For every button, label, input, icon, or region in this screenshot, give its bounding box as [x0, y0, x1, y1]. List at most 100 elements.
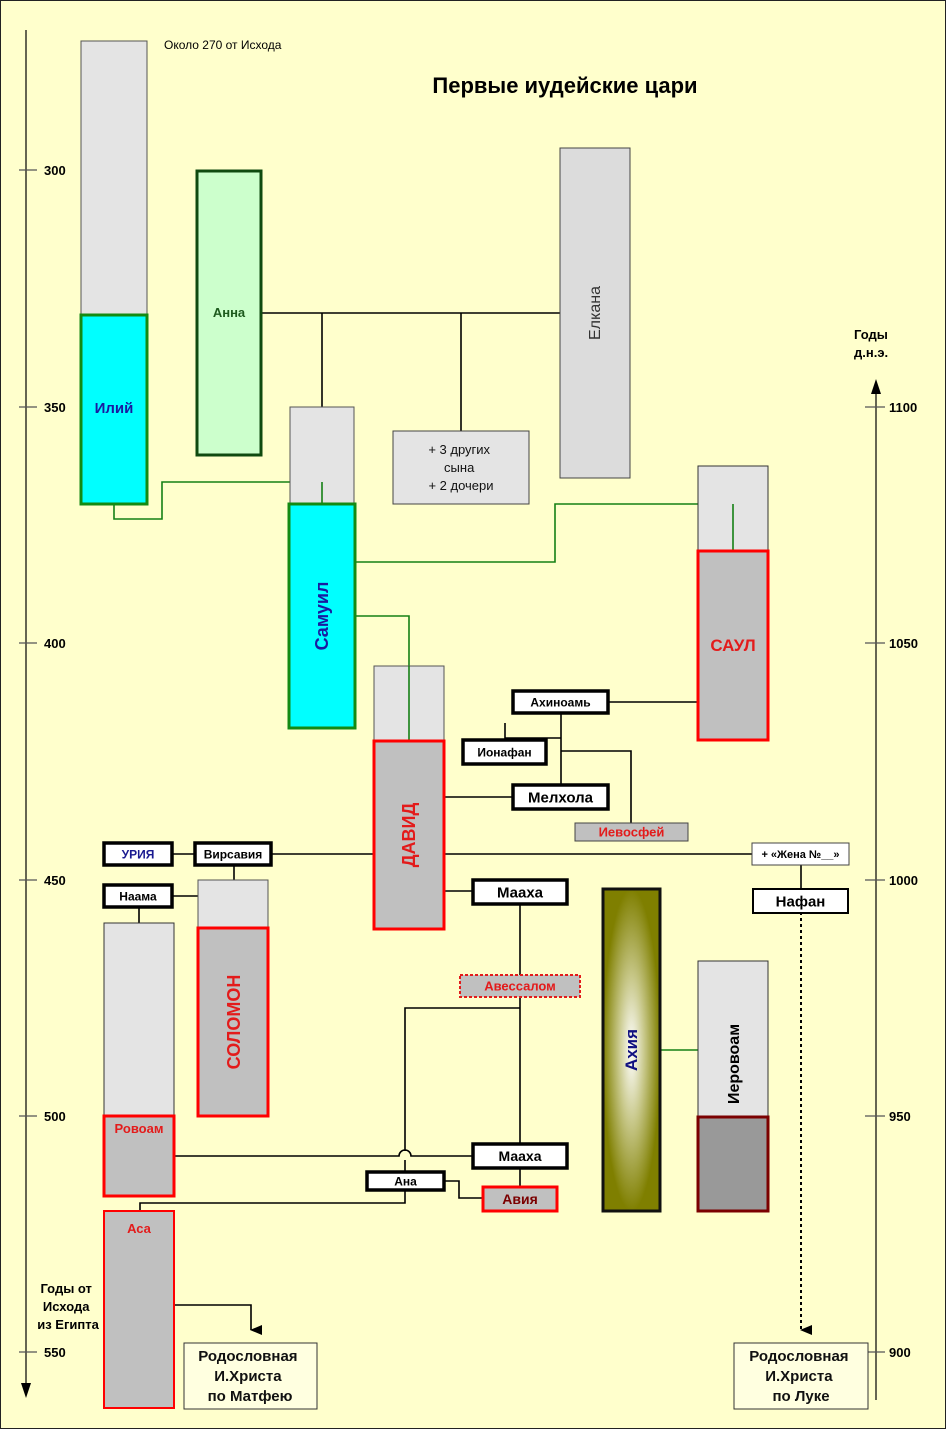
- person-box-uriya-frame: [102, 841, 174, 867]
- person-box-ievosfey[interactable]: Иевосфей: [574, 822, 689, 842]
- person-box-avessalom[interactable]: Авессалом: [459, 974, 581, 998]
- right-axis-tick-label: 1100: [889, 400, 917, 415]
- label-saul: САУЛ: [710, 636, 755, 655]
- svg-text:Годы от Исхода из: Годы от Исхода из Египта: [37, 1281, 99, 1332]
- person-box-melkhola-frame: [511, 783, 610, 811]
- person-box-maakha2-frame: [471, 1142, 569, 1170]
- bar-solomon[interactable]: [196, 926, 270, 1118]
- person-box-nafan[interactable]: Нафан: [752, 888, 849, 914]
- person-box-maakha1-frame: [471, 878, 569, 906]
- person-box-maakha1[interactable]: Мааха: [471, 878, 569, 906]
- right-axis-tick-label: 1050: [889, 636, 918, 651]
- person-box-nafan-frame: [752, 888, 849, 914]
- genealogy-luke-box[interactable]: [733, 1342, 869, 1410]
- person-box-ievosfey-frame: [574, 822, 689, 842]
- luke-line-1: Родословная: [749, 1348, 848, 1365]
- person-box-aviya-frame: [481, 1185, 559, 1213]
- luke-line-3: по Луке: [772, 1388, 829, 1405]
- person-box-akhinoam-frame: [511, 689, 610, 715]
- matthew-line-3: по Матфею: [208, 1388, 293, 1405]
- person-box-uriya[interactable]: УРИЯ: [102, 841, 174, 867]
- person-box-zhena[interactable]: + «Жена №__»: [751, 842, 850, 866]
- person-box-ievosfey-label: Иевосфей: [599, 825, 665, 840]
- svg-text:+ 3 других сына + 2 до: + 3 других сына + 2 дочери: [428, 442, 493, 493]
- page-title: Первые иудейские цари: [432, 73, 697, 98]
- right-axis-label-2: д.н.э.: [854, 345, 888, 360]
- right-axis-label-1: Годы: [854, 327, 888, 342]
- person-box-zhena-frame: [751, 842, 850, 866]
- others-line-2: сына: [444, 460, 475, 475]
- person-box-naama[interactable]: Наама: [102, 883, 174, 909]
- top-note: Около 270 от Исхода: [164, 38, 282, 52]
- bar-iliy[interactable]: [79, 313, 149, 506]
- left-axis-label-1: Годы от: [40, 1281, 91, 1296]
- others-box: [392, 430, 530, 505]
- bar-ierovoam[interactable]: [697, 960, 769, 1118]
- svg-text:Годы д.н.э.: Годы д.н.э.: [854, 327, 891, 360]
- genealogy-matthew-box[interactable]: [183, 1342, 318, 1410]
- person-box-virsaviya-label: Вирсавия: [204, 847, 263, 861]
- left-axis-tick-label: 300: [44, 163, 66, 178]
- label-elkana: Елкана: [587, 286, 604, 340]
- bar-anna[interactable]: [195, 169, 263, 457]
- person-box-akhinoam-label: Ахиноамь: [530, 695, 590, 709]
- label-asa: Аса: [127, 1221, 152, 1236]
- left-axis-label-2: Исхода: [43, 1299, 90, 1314]
- left-axis-tick-label: 450: [44, 873, 66, 888]
- bar-saul[interactable]: [696, 549, 770, 742]
- left-axis-tick-label: 550: [44, 1345, 66, 1360]
- left-axis-tick-label: 350: [44, 400, 66, 415]
- label-ierovoam: Иеровоам: [726, 1024, 743, 1104]
- axis-arrow-down-icon: [21, 1383, 31, 1398]
- bar-david[interactable]: [372, 739, 446, 931]
- bar-akhiya[interactable]: [601, 887, 662, 1213]
- bar-elkana[interactable]: [559, 147, 631, 479]
- bar-ierovoam-reign[interactable]: [696, 1115, 770, 1213]
- person-box-ionafan-label: Ионафан: [477, 745, 531, 759]
- person-box-zhena-label: + «Жена №__»: [761, 849, 839, 861]
- person-box-naama-frame: [102, 883, 174, 909]
- label-solomon: СОЛОМОН: [224, 975, 244, 1070]
- person-box-ana-label: Ана: [394, 1174, 417, 1188]
- person-box-nafan-label: Нафан: [776, 893, 826, 910]
- person-box-uriya-label: УРИЯ: [122, 847, 155, 861]
- person-box-virsaviya[interactable]: Вирсавия: [193, 841, 273, 867]
- label-akhiya: Ахия: [622, 1029, 641, 1071]
- person-box-naama-label: Наама: [119, 889, 157, 903]
- label-rovoam: Ровоам: [115, 1121, 164, 1136]
- person-box-maakha1-label: Мааха: [497, 884, 544, 901]
- person-box-melkhola[interactable]: Мелхола: [511, 783, 610, 811]
- right-axis-tick-label: 900: [889, 1345, 911, 1360]
- svg-text:Родословная И.Христа п: Родословная И.Христа по Матфею: [198, 1348, 301, 1405]
- person-box-aviya-label: Авия: [502, 1191, 538, 1207]
- person-box-ionafan[interactable]: Ионафан: [461, 738, 548, 766]
- luke-line-2: И.Христа: [765, 1368, 833, 1385]
- left-axis-label-3: из Египта: [37, 1317, 99, 1332]
- person-box-avessalom-frame: [459, 974, 581, 998]
- bar-samuil[interactable]: [287, 502, 357, 730]
- others-line-3: + 2 дочери: [428, 478, 493, 493]
- label-iliy: Илий: [95, 400, 134, 417]
- person-box-akhinoam[interactable]: Ахиноамь: [511, 689, 610, 715]
- bar-asa[interactable]: [103, 1210, 175, 1409]
- right-axis-tick-label: 950: [889, 1109, 911, 1124]
- person-box-melkhola-label: Мелхола: [528, 789, 594, 806]
- person-box-aviya[interactable]: Авия: [481, 1185, 559, 1213]
- right-axis: 1100 1050 1000 950 900 Годы д.н.э.: [854, 327, 918, 1400]
- label-samuil: Самуил: [312, 582, 332, 651]
- person-box-avessalom-label: Авессалом: [484, 979, 556, 994]
- svg-text:Родословная И.Христа п: Родословная И.Христа по Луке: [749, 1348, 852, 1405]
- person-box-virsaviya-frame: [193, 841, 273, 867]
- person-box-ana[interactable]: Ана: [365, 1170, 446, 1192]
- person-box-maakha2[interactable]: Мааха: [471, 1142, 569, 1170]
- matthew-line-1: Родословная: [198, 1348, 297, 1365]
- bar-rovoam[interactable]: [102, 1114, 176, 1198]
- matthew-line-2: И.Христа: [214, 1368, 282, 1385]
- axis-arrow-up-icon: [871, 379, 881, 394]
- right-axis-tick-label: 1000: [889, 873, 918, 888]
- left-axis-tick-label: 400: [44, 636, 66, 651]
- person-box-ana-frame: [365, 1170, 446, 1192]
- label-anna: Анна: [213, 305, 246, 320]
